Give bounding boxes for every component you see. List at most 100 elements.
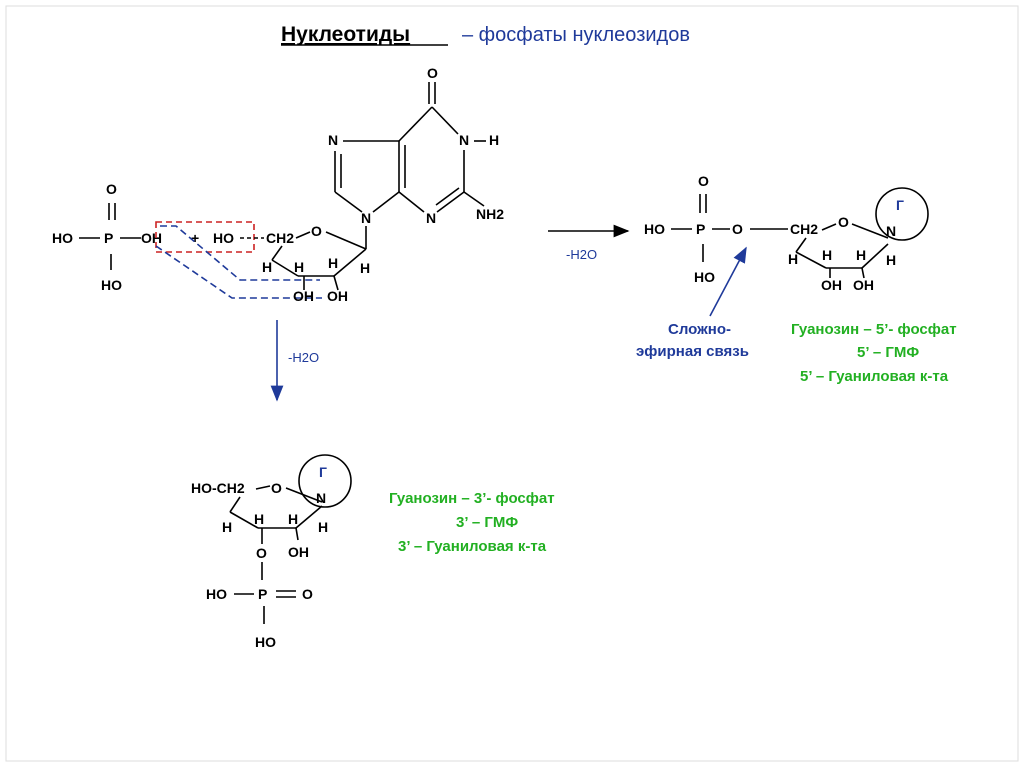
atom-ch2: CH2 (266, 230, 294, 246)
bond (821, 223, 837, 231)
plus-sign: + (191, 230, 199, 246)
atom-oh: OH (853, 277, 874, 293)
bond (271, 259, 299, 277)
gmp-5-prime: O HO P O HO CH2 O H H H H OH OH Г N (644, 173, 929, 293)
bond (325, 231, 367, 250)
bond (851, 223, 889, 239)
atom-n1: N (459, 132, 469, 148)
atom-h: H (822, 247, 832, 263)
ring-oxygen: O (271, 480, 282, 496)
atom-h: H (788, 251, 798, 267)
elimination-box (155, 221, 255, 253)
ester-oxygen: O (732, 221, 743, 237)
atom-h: H (328, 255, 338, 271)
product-3-abbr: 3’ – ГМФ (456, 514, 518, 531)
product-5-acid: 5’ – Гуаниловая к-та (800, 368, 949, 385)
arrow-right-label: -H2O (566, 247, 597, 262)
bond (295, 231, 311, 239)
phosphoric-acid: O HO P OH HO (52, 181, 162, 293)
guanine-circle (875, 187, 929, 241)
title-subtitle: – фосфаты нуклеозидов (462, 24, 690, 46)
atom-o: O (302, 586, 313, 602)
atom-o: O (106, 181, 117, 197)
atom-h: H (294, 259, 304, 275)
bond (861, 267, 865, 279)
atom-o: O (698, 173, 709, 189)
bond (295, 527, 299, 541)
bond (333, 275, 339, 291)
bond (255, 485, 271, 490)
atom-ho: HO (255, 634, 276, 650)
atom-n9: N (316, 490, 326, 506)
product-5-name: Гуанозин – 5’- фосфат (791, 321, 957, 338)
arrow-down-label: -H2O (288, 350, 319, 365)
atom-ho: HO (694, 269, 715, 285)
atom-n9: N (361, 210, 371, 226)
atom-ho: HO (101, 277, 122, 293)
atom-h: H (856, 247, 866, 263)
atom-h: H (254, 511, 264, 527)
bond (229, 511, 259, 529)
ester-bond-pointer (709, 246, 747, 317)
atom-ho: HO (644, 221, 665, 237)
atom-nh2: NH2 (476, 206, 504, 222)
bond (436, 191, 465, 213)
atom-n7: N (328, 132, 338, 148)
atom-h: H (288, 511, 298, 527)
atom-p: P (104, 230, 113, 246)
route-5-prime (160, 225, 320, 281)
slide-frame (5, 5, 1019, 762)
atom-oh: OH (327, 288, 348, 304)
bond (435, 187, 460, 206)
guanine-label: Г (896, 197, 904, 213)
product-3-acid: 3’ – Гуаниловая к-та (398, 538, 547, 555)
atom-ho: HO (52, 230, 73, 246)
ester-oxygen: O (256, 545, 267, 561)
bond (271, 245, 283, 261)
product-5-abbr: 5’ – ГМФ (857, 344, 919, 361)
ester-bond-label-line2: эфирная связь (636, 343, 749, 360)
bond (463, 191, 485, 207)
atom-h: H (489, 132, 499, 148)
bond (285, 487, 323, 503)
bond (333, 248, 367, 277)
atom-ch2: CH2 (790, 221, 818, 237)
atom-h: H (886, 252, 896, 268)
ring-oxygen: O (838, 214, 849, 230)
ester-bond-label-line1: Сложно- (668, 321, 731, 338)
gmp-3-prime: HO-CH2 O H H H H O OH HO P O HO Г N (191, 454, 352, 650)
route-3-prime (155, 245, 322, 299)
atom-ho: HO (206, 586, 227, 602)
atom-oh: OH (821, 277, 842, 293)
atom-p: P (258, 586, 267, 602)
atom-oh: OH (293, 288, 314, 304)
atom-h: H (222, 519, 232, 535)
atom-h: H (360, 260, 370, 276)
product-3-name: Гуанозин – 3’- фосфат (389, 490, 555, 507)
atom-oh: OH (288, 544, 309, 560)
atom-h: H (318, 519, 328, 535)
bond (229, 496, 241, 513)
bond (398, 106, 433, 142)
bond (795, 237, 807, 253)
title-main: Нуклеотиды (281, 23, 410, 46)
ring-oxygen: O (311, 223, 322, 239)
guanine-circle (298, 454, 352, 508)
bond (795, 251, 827, 269)
guanine-label: Г (319, 464, 327, 480)
bond (431, 106, 459, 135)
atom-n3: N (426, 210, 436, 226)
atom-ho-ch2: HO-CH2 (191, 480, 245, 496)
atom-n9: N (886, 223, 896, 239)
bond (334, 191, 363, 213)
atom-p: P (696, 221, 705, 237)
atom-o6: O (427, 65, 438, 81)
bond (398, 191, 425, 213)
atom-ho: HO (213, 230, 234, 246)
atom-oh: OH (141, 230, 162, 246)
bond (372, 191, 400, 213)
atom-h: H (262, 259, 272, 275)
bond (861, 243, 889, 269)
